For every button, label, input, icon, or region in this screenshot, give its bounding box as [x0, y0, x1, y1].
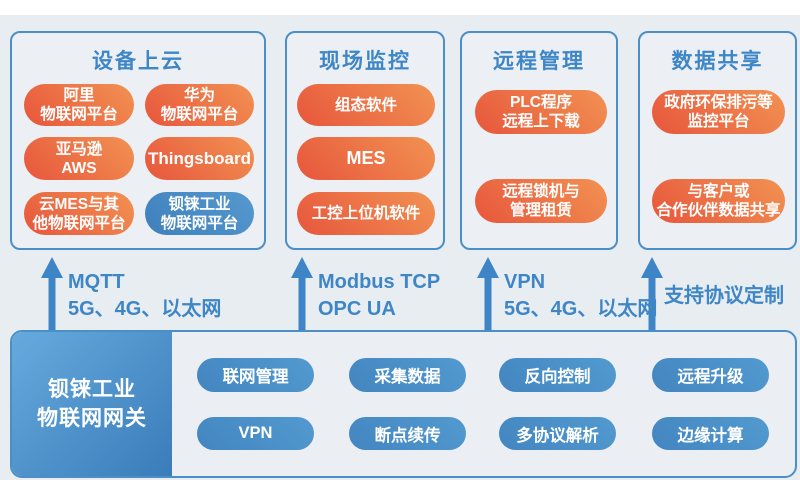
node-thingsboard: Thingsboard	[145, 137, 254, 180]
node-label: 阿里 物联网平台	[40, 87, 118, 123]
feature-edge-computing: 边缘计算	[652, 417, 769, 450]
node-label: 云MES与其 他物联网平台	[32, 195, 126, 232]
node-label: 工控上位机软件	[311, 205, 421, 222]
node-plc-remote-updown: PLC程序 远程上下载	[475, 90, 607, 134]
card-title: 远程管理	[493, 50, 585, 73]
feature-resume-transfer: 断点续传	[349, 417, 466, 450]
card-title: 数据共享	[671, 50, 764, 73]
card-data-sharing: 数据共享 政府环保排污等 监控平台 与客户或 合作伙伴数据共享	[638, 31, 797, 250]
card-device-to-cloud: 设备上云 阿里 物联网平台 华为 物联网平台 亚马逊 AWS Thingsboa…	[10, 31, 266, 250]
gateway-panel: 钡铼工业 物联网网关 联网管理 采集数据 反向控制 远程升级 VPN 断点续传 …	[10, 330, 797, 478]
node-label: 华为 物联网平台	[160, 87, 239, 123]
card-remote-management: 远程管理 PLC程序 远程上下载 远程锁机与 管理租赁	[460, 31, 618, 250]
node-scada-software: 组态软件	[297, 84, 435, 126]
node-cloud-mes-other: 云MES与其 他物联网平台	[24, 192, 134, 235]
node-label: 组态软件	[334, 96, 397, 114]
node-label: 远程锁机与 管理租赁	[502, 183, 580, 219]
node-host-software: 工控上位机软件	[297, 192, 435, 235]
node-label: PLC程序 远程上下载	[502, 94, 580, 130]
node-aliyun-iot: 阿里 物联网平台	[24, 84, 134, 126]
gateway-box: 钡铼工业 物联网网关	[12, 332, 172, 476]
node-label: 钡铼工业 物联网平台	[160, 195, 239, 232]
feature-vpn: VPN	[197, 417, 314, 450]
node-label: MES	[346, 148, 386, 168]
up-arrow-icon	[291, 257, 313, 330]
node-label: 政府环保排污等 监控平台	[664, 94, 773, 130]
up-arrow-icon	[641, 257, 663, 330]
feature-reverse-control: 反向控制	[499, 358, 616, 392]
node-amazon-aws: 亚马逊 AWS	[24, 137, 134, 180]
uplink-label-mqtt: MQTT 5G、4G、以太网	[68, 271, 222, 320]
node-mes: MES	[297, 137, 435, 180]
uplink-label-custom-protocol: 支持协议定制	[664, 285, 784, 307]
up-arrow-icon	[477, 257, 499, 330]
card-field-monitoring: 现场监控 组态软件 MES 工控上位机软件	[285, 31, 445, 250]
uplink-label-modbus-opcua: Modbus TCP OPC UA	[318, 271, 441, 320]
node-label: 与客户或 合作伙伴数据共享	[656, 183, 781, 219]
up-arrow-icon	[41, 257, 63, 330]
node-remote-lock-lease: 远程锁机与 管理租赁	[475, 179, 607, 223]
feature-multi-protocol-parsing: 多协议解析	[499, 417, 616, 450]
uplink-label-vpn: VPN 5G、4G、以太网	[504, 271, 658, 320]
feature-remote-upgrade: 远程升级	[652, 358, 769, 392]
node-huawei-iot: 华为 物联网平台	[145, 84, 254, 126]
card-title: 设备上云	[92, 50, 184, 73]
feature-network-management: 联网管理	[197, 358, 314, 392]
node-gov-env-monitoring: 政府环保排污等 监控平台	[652, 90, 785, 134]
node-label: 亚马逊 AWS	[55, 140, 103, 177]
card-title: 现场监控	[319, 50, 411, 73]
node-label: Thingsboard	[148, 149, 251, 168]
node-beilai-iot-platform: 钡铼工业 物联网平台	[145, 192, 254, 235]
feature-data-collection: 采集数据	[349, 358, 466, 392]
node-partner-data-sharing: 与客户或 合作伙伴数据共享	[652, 179, 785, 223]
